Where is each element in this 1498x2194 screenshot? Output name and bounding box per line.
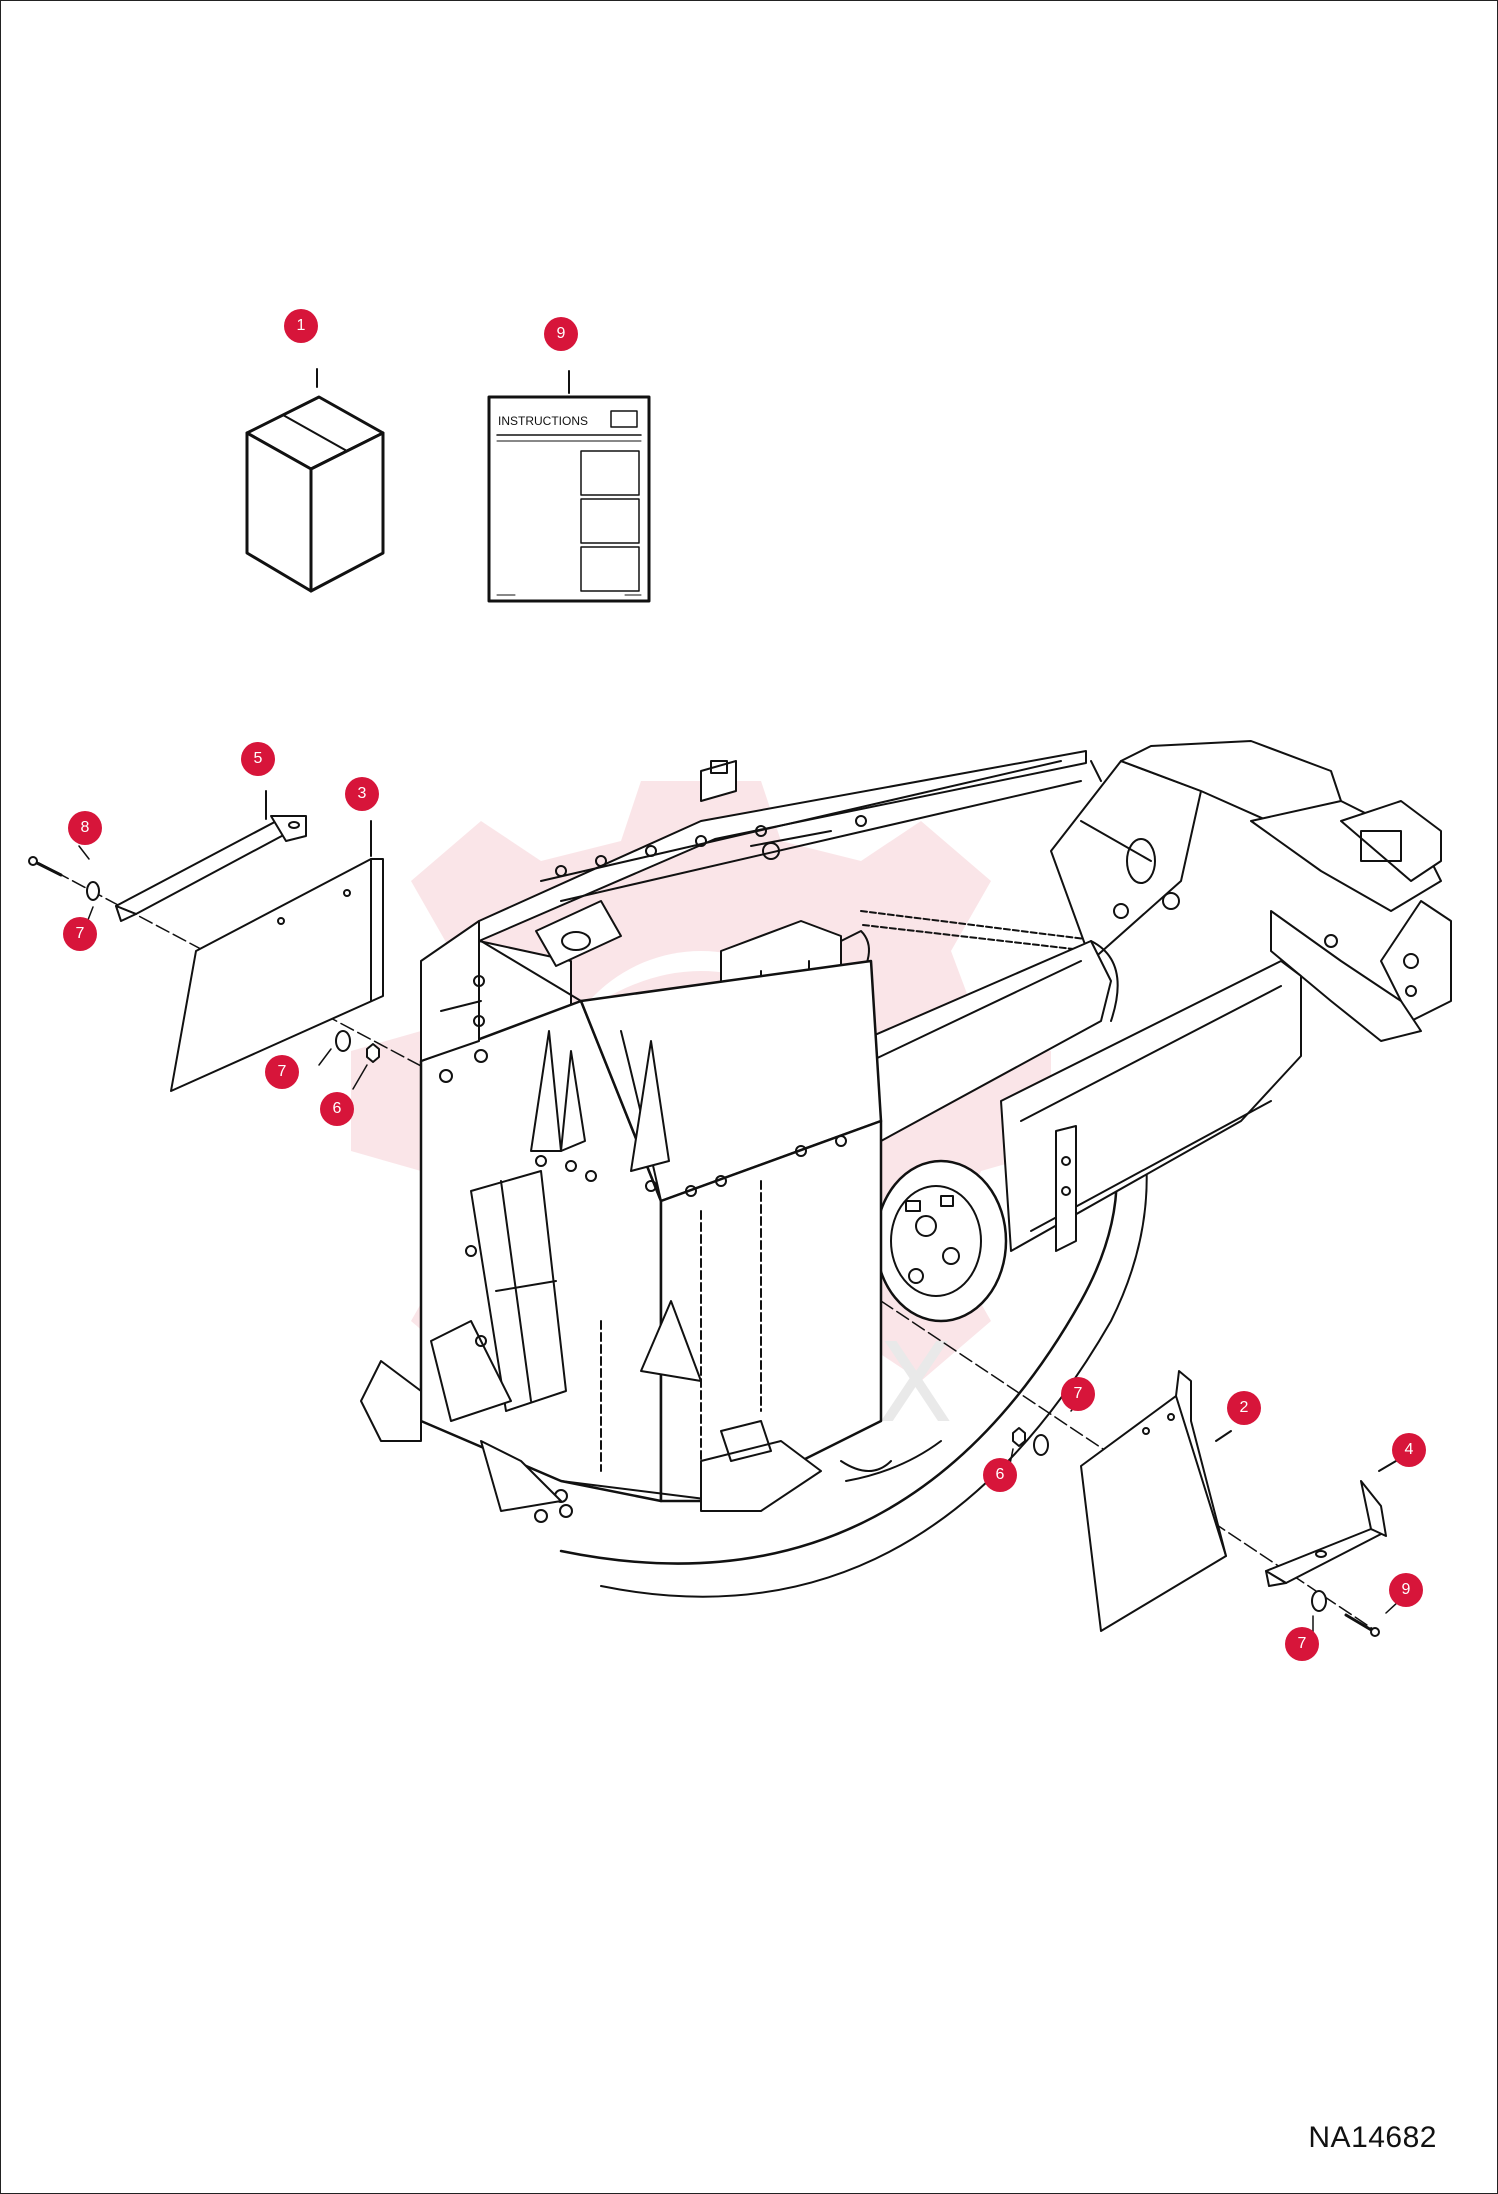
- callout-badge[interactable]: 7: [63, 917, 97, 951]
- left-bolt-part: [28, 856, 63, 877]
- right-washer-part: [1033, 1434, 1049, 1456]
- left-lower-washer-part: [335, 1030, 351, 1052]
- callout-badge[interactable]: 7: [1061, 1377, 1095, 1411]
- box-part: [245, 368, 385, 593]
- callout-badge[interactable]: 9: [544, 317, 578, 351]
- instructions-sheet-part: INSTRUCTIONS: [487, 370, 651, 603]
- right-bracket-part: [1265, 1460, 1397, 1587]
- callout-badge[interactable]: 7: [265, 1055, 299, 1089]
- callout-badge[interactable]: 3: [345, 777, 379, 811]
- left-washer-part: [86, 881, 100, 901]
- diagram-code: NA14682: [1308, 2121, 1437, 2154]
- left-bracket-part: [115, 790, 307, 922]
- right-bolt-part: [1344, 1613, 1380, 1637]
- callout-badge[interactable]: 7: [1285, 1627, 1319, 1661]
- left-plate-part: [170, 820, 384, 1092]
- callout-badge[interactable]: 5: [241, 742, 275, 776]
- right-plate-part: [1080, 1370, 1232, 1632]
- callout-badge[interactable]: 1: [284, 309, 318, 343]
- right-nut-part: [1012, 1427, 1026, 1447]
- callout-badge[interactable]: 9: [1389, 1573, 1423, 1607]
- machine-frame-drawing: [360, 740, 1452, 1598]
- callout-badge[interactable]: 8: [68, 811, 102, 845]
- callout-badge[interactable]: 4: [1392, 1433, 1426, 1467]
- right-lower-washer-part: [1311, 1590, 1327, 1612]
- callout-badge[interactable]: 6: [320, 1092, 354, 1126]
- left-nut-part: [366, 1043, 380, 1063]
- callout-badge[interactable]: 6: [983, 1458, 1017, 1492]
- callout-badge[interactable]: 2: [1227, 1391, 1261, 1425]
- instructions-label: INSTRUCTIONS: [498, 414, 588, 428]
